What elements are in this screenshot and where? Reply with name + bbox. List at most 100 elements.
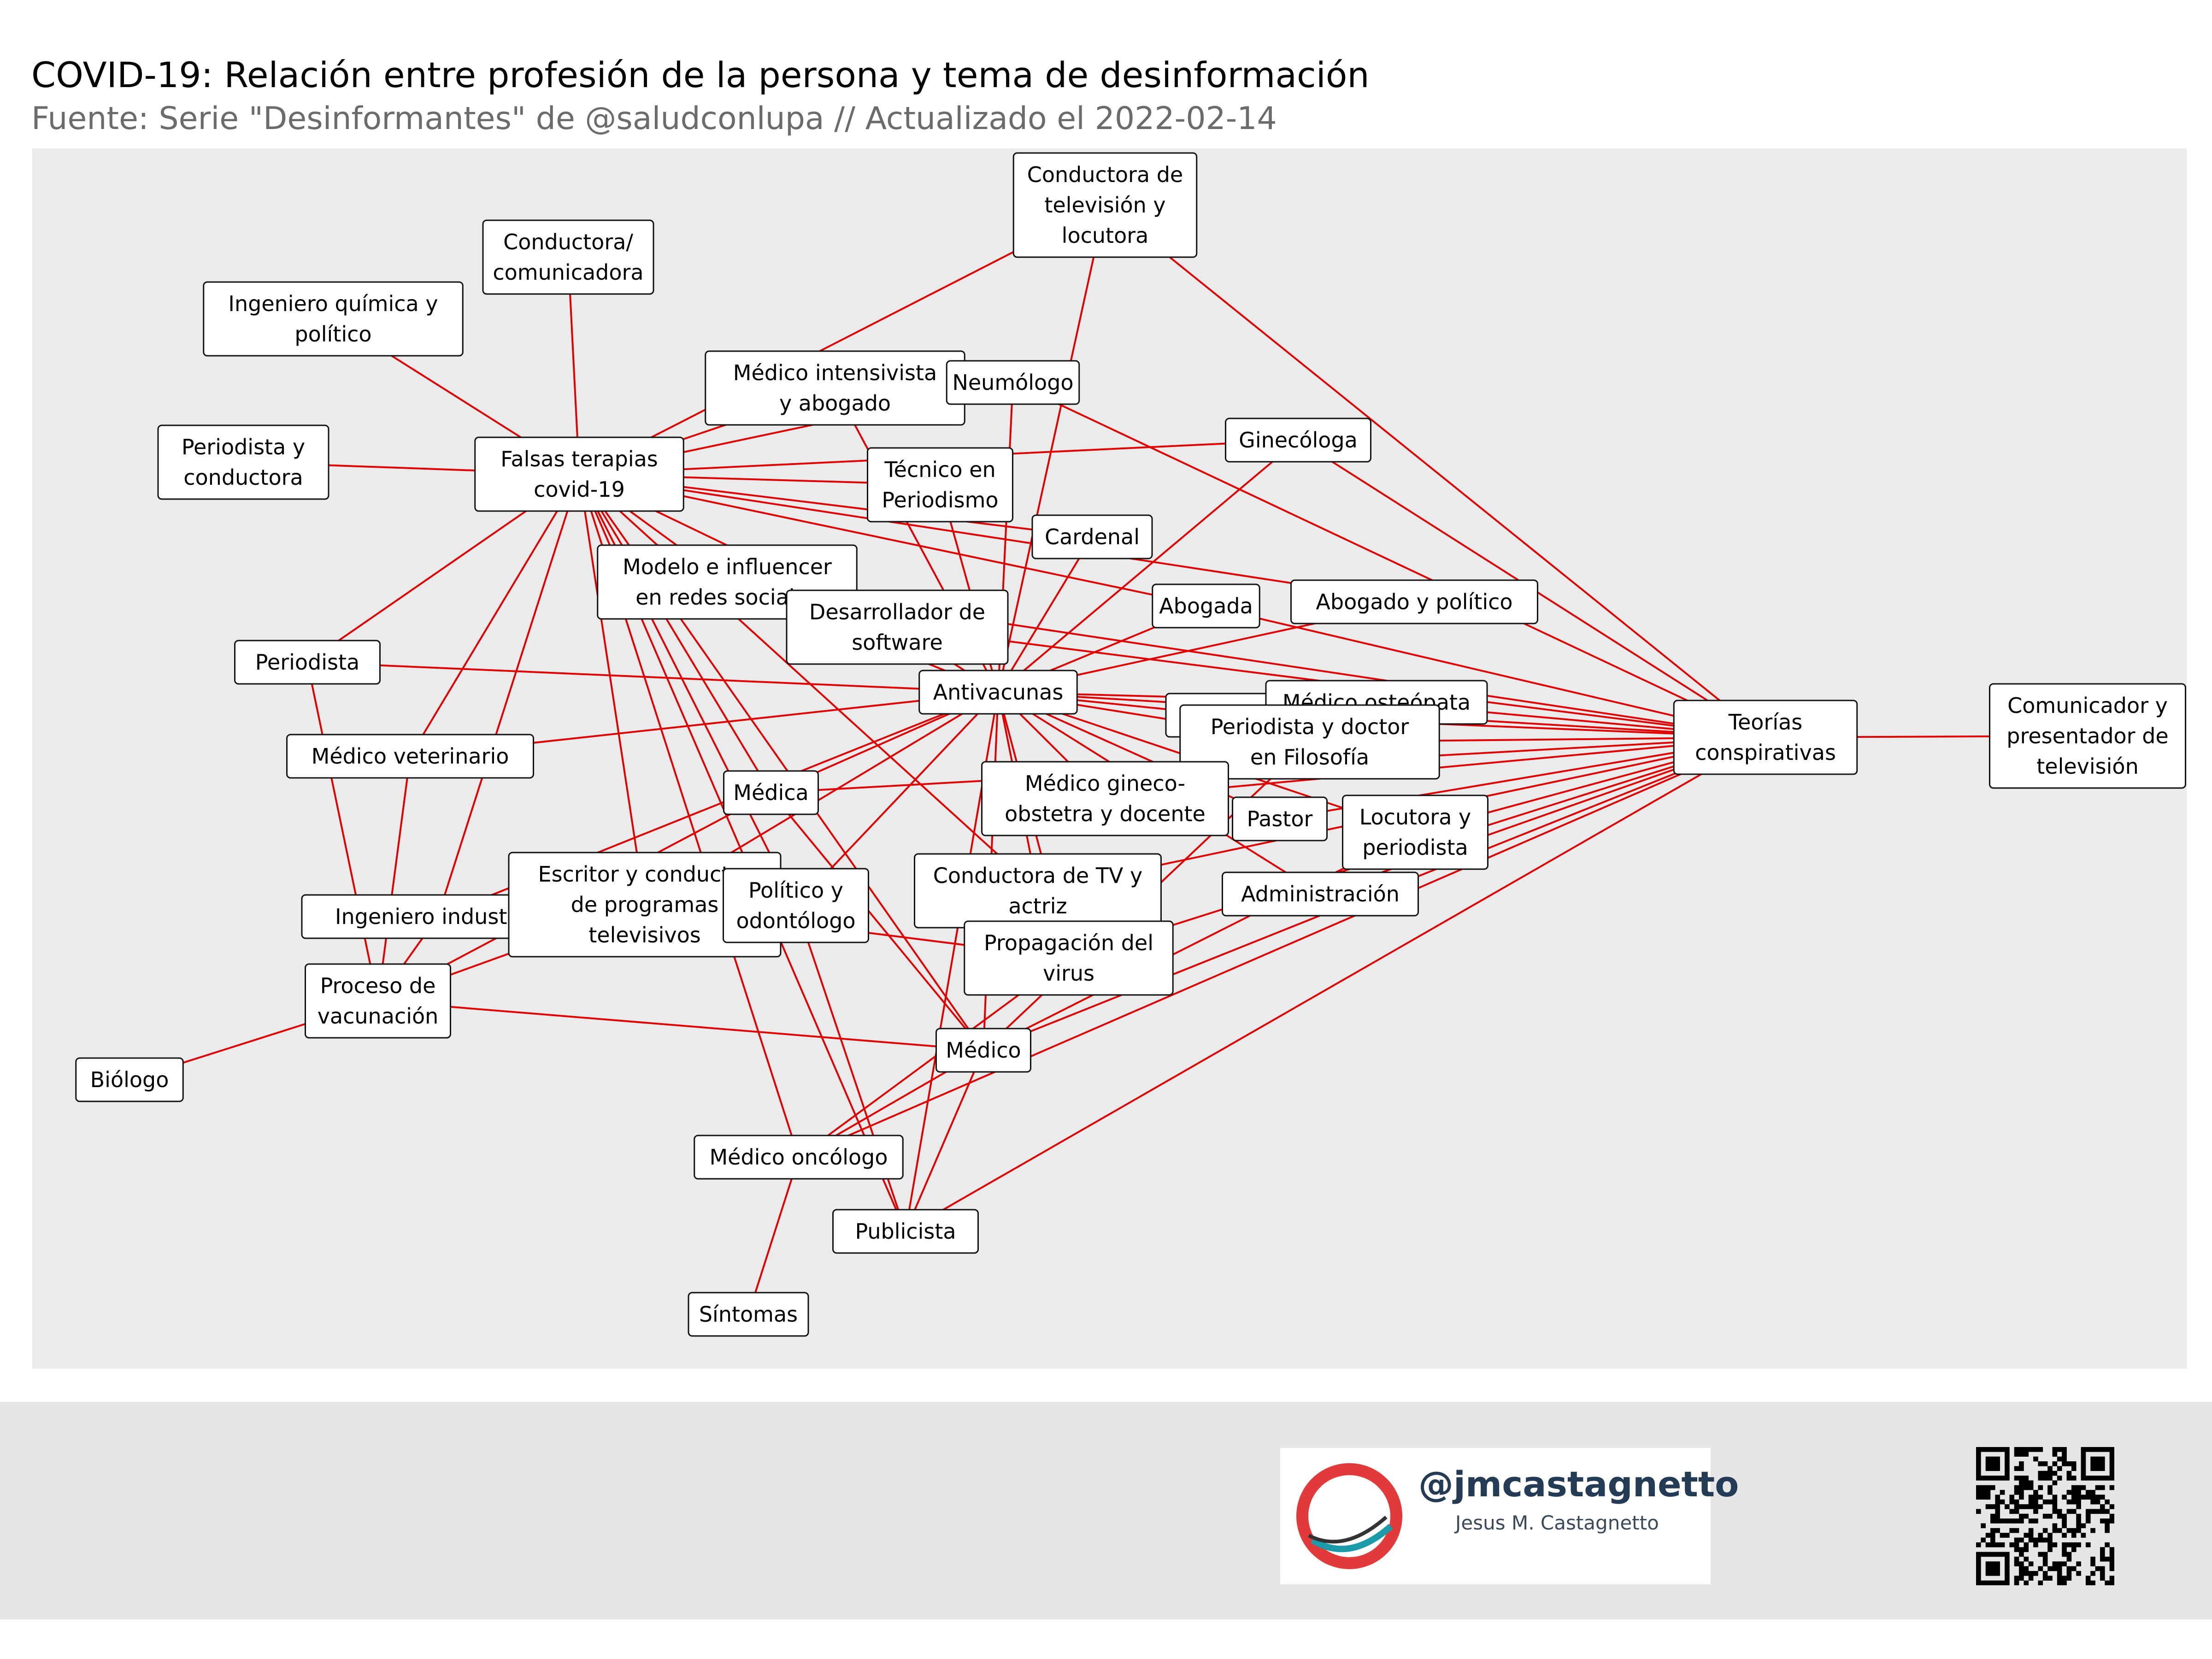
edge-medico_oncologo-sintomas (747, 1157, 800, 1315)
node-label: televisión (2036, 754, 2138, 779)
node-box (157, 424, 329, 500)
node-label: obstetra y docente (1005, 801, 1206, 826)
edge-politico_odontologo-publicista (795, 905, 906, 1232)
node-box (474, 436, 684, 512)
edge-proceso_vacunacion-medico (377, 1000, 984, 1051)
node-label: Ingeniero industrial (335, 904, 541, 929)
edge-cardenal-antivacunas (997, 536, 1093, 693)
node-label: Abogada (1159, 594, 1253, 618)
node-publicista: Publicista (832, 1209, 979, 1254)
node-teorias: Teorías conspirativas (1673, 700, 1858, 775)
node-label: Periodista (255, 650, 359, 675)
node-box (1222, 871, 1419, 917)
node-pastor: Pastor (1232, 796, 1328, 841)
edge-periodista-antivacunas (307, 661, 999, 693)
edge-teorias-publicista (905, 736, 1766, 1232)
node-label: odontólogo (736, 908, 855, 933)
node-abogada: Abogada (1152, 583, 1260, 629)
node-label: Modelo e influencer (623, 554, 832, 579)
node-label: Técnico en (884, 457, 995, 482)
node-medico-oncologo: Médico oncólogo (694, 1135, 904, 1180)
node-label: software (852, 630, 943, 655)
node-label: Propagación del (984, 930, 1153, 955)
edge-medica-medico (770, 792, 984, 1051)
node-box (786, 589, 1009, 665)
edge-periodista-proceso_vacunacion (306, 662, 379, 1001)
node-label: y abogado (779, 391, 891, 416)
node-label: Abogado y político (1316, 589, 1512, 614)
node-box (234, 640, 381, 685)
node-biologo: Biólogo (75, 1057, 184, 1102)
node-label: televisión y (1044, 193, 1165, 218)
node-label: Teorías (1728, 710, 1803, 735)
node-label: actriz (1008, 894, 1067, 918)
node-box (75, 1057, 184, 1102)
node-box (1232, 796, 1328, 841)
node-label: Publicista (855, 1219, 956, 1244)
node-box (305, 963, 451, 1039)
node-label: Conductora de (1027, 162, 1183, 187)
node-label: vacunación (318, 1004, 439, 1029)
chart-subtitle: Fuente: Serie "Desinformantes" de @salud… (31, 100, 1277, 137)
node-periodista-conductora: Periodista y conductora (157, 424, 329, 500)
node-label: Periodista y doctor (1211, 714, 1409, 739)
node-label: Neumólogo (952, 370, 1073, 395)
node-label: Conductora de TV y (933, 863, 1143, 888)
edge-abogado_politico-falsas_terapias (579, 473, 1415, 603)
node-label: de programas (571, 892, 719, 917)
node-box (867, 447, 1013, 523)
node-box (935, 1028, 1031, 1073)
node-label: Administración (1241, 882, 1400, 906)
node-conductora-actriz: Conductora de TV y actriz (914, 853, 1162, 929)
node-label: Biólogo (90, 1067, 169, 1092)
node-label: Escritor y conductor (538, 862, 752, 887)
edge-ginecologa-antivacunas (997, 439, 1299, 693)
node-label: covid-19 (534, 477, 625, 502)
node-label: Periodismo (882, 488, 998, 512)
edge-ingeniero_industrial-falsas_terapias (437, 474, 580, 917)
node-label: en Filosofía (1250, 745, 1369, 770)
node-label: conductora (183, 465, 303, 490)
node-box (981, 761, 1229, 836)
node-tecnico-periodismo: Técnico en Periodismo (867, 447, 1013, 523)
node-label: Pastor (1247, 806, 1313, 831)
node-label: Médico intensivista (733, 360, 937, 385)
node-box (1012, 152, 1198, 258)
node-box (1342, 794, 1488, 870)
node-medico: Médico (935, 1028, 1031, 1073)
edge-escritor-falsas_terapias (578, 474, 646, 905)
node-periodista: Periodista (234, 640, 381, 685)
edge-conductora_tv_locutora-teorias (1104, 204, 1766, 738)
node-box (964, 920, 1174, 996)
node-box (694, 1135, 904, 1180)
edge-neumologo-teorias (1012, 382, 1766, 738)
node-box (946, 360, 1080, 405)
node-label: Ingeniero química y (228, 291, 438, 316)
node-box (1179, 704, 1440, 780)
node-label: Periodista y (182, 435, 305, 459)
node-box (1290, 579, 1538, 624)
node-label: Médica (733, 780, 808, 805)
ring-logo-icon (1296, 1463, 1402, 1569)
node-label: Conductora/ (503, 229, 633, 254)
edge-abogada-teorias (1206, 605, 1766, 738)
node-label: Antivacunas (933, 680, 1064, 705)
node-label: conspirativas (1695, 740, 1836, 765)
node-label: Médico (946, 1038, 1021, 1063)
edge-teorias-medico_oncologo (798, 736, 1766, 1158)
node-abogado-politico: Abogado y político (1290, 579, 1538, 624)
node-box (1989, 683, 2186, 789)
node-label: Médico oncólogo (709, 1145, 888, 1170)
node-ingeniero-industrial: Ingeniero industrial (301, 894, 575, 939)
node-box (1225, 418, 1371, 463)
node-label: Cardenal (1045, 524, 1140, 549)
node-label: presentador de (2006, 724, 2168, 748)
node-box (832, 1209, 979, 1254)
